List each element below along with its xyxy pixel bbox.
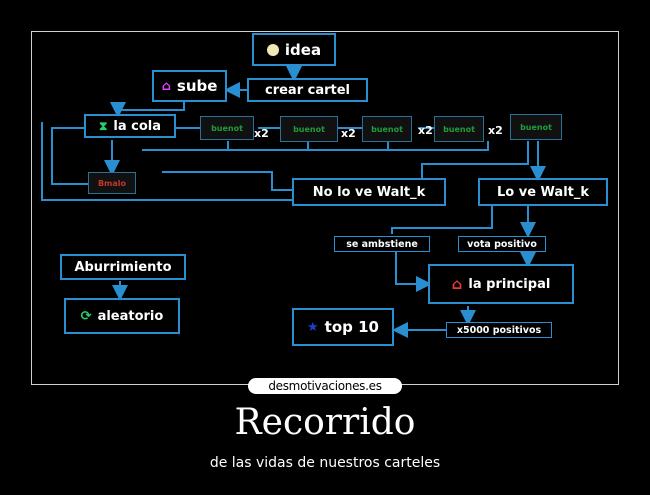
node-la-principal: ⌂ la principal bbox=[428, 264, 574, 304]
home-icon: ⌂ bbox=[451, 275, 463, 293]
poster-title: Recorrido bbox=[234, 402, 416, 443]
node-buenot-1: buenot bbox=[200, 116, 254, 140]
node-se-ambstiene-label: se ambstiene bbox=[346, 238, 418, 250]
flow-diagram: idea crear cartel ⌂ sube ⧗ la cola bueno… bbox=[32, 32, 618, 384]
node-sube-label: sube bbox=[176, 77, 218, 95]
multiplier-3: x2 bbox=[418, 124, 433, 137]
connector-lines bbox=[41, 65, 546, 338]
node-no-lo-ve-label: No lo ve Walt_k bbox=[312, 184, 426, 200]
node-idea: idea bbox=[252, 33, 336, 66]
node-top-10: ★ top 10 bbox=[292, 308, 394, 346]
node-buenot-3-label: buenot bbox=[371, 124, 403, 134]
node-crear-cartel: crear cartel bbox=[247, 78, 368, 102]
multiplier-2: x2 bbox=[341, 127, 356, 140]
node-buenot-1-label: buenot bbox=[211, 123, 243, 133]
node-se-ambstiene: se ambstiene bbox=[334, 236, 430, 252]
node-idea-label: idea bbox=[284, 40, 322, 59]
node-sube: ⌂ sube bbox=[152, 70, 227, 102]
node-lo-ve: Lo ve Walt_k bbox=[478, 178, 608, 206]
lightbulb-icon bbox=[266, 43, 279, 56]
node-aleatorio: ⟳ aleatorio bbox=[64, 298, 180, 334]
node-la-cola: ⧗ la cola bbox=[84, 114, 176, 138]
node-buenot-3: buenot bbox=[362, 116, 412, 142]
node-aburrimiento: Aburrimiento bbox=[60, 254, 186, 280]
hourglass-icon: ⧗ bbox=[98, 118, 108, 133]
refresh-icon: ⟳ bbox=[80, 308, 92, 324]
star-icon: ★ bbox=[307, 319, 319, 335]
node-x5000-positivos: x5000 positivos bbox=[446, 322, 552, 338]
node-vota-positivo-label: vota positivo bbox=[467, 238, 537, 250]
node-la-cola-label: la cola bbox=[113, 118, 162, 134]
multiplier-1: x2 bbox=[254, 127, 269, 140]
home-icon: ⌂ bbox=[161, 78, 171, 94]
poster-subtitle: de las vidas de nuestros carteles bbox=[209, 455, 441, 471]
node-la-principal-label: la principal bbox=[468, 276, 551, 292]
node-buenot-2: buenot bbox=[280, 116, 338, 142]
node-malo-label: Bmalo bbox=[97, 178, 127, 188]
multiplier-4: x2 bbox=[488, 124, 503, 137]
node-buenot-4: buenot bbox=[434, 116, 484, 142]
node-aburrimiento-label: Aburrimiento bbox=[74, 259, 172, 275]
node-x5000-label: x5000 positivos bbox=[456, 324, 542, 336]
node-lo-ve-label: Lo ve Walt_k bbox=[496, 184, 590, 200]
node-malo: Bmalo bbox=[88, 172, 136, 194]
node-buenot-4-label: buenot bbox=[443, 124, 475, 134]
node-buenot-2-label: buenot bbox=[293, 124, 325, 134]
node-aleatorio-label: aleatorio bbox=[97, 308, 164, 324]
node-buenot-5: buenot bbox=[510, 114, 562, 140]
node-buenot-5-label: buenot bbox=[520, 122, 552, 132]
node-crear-cartel-label: crear cartel bbox=[264, 82, 351, 98]
node-vota-positivo: vota positivo bbox=[458, 236, 546, 252]
site-watermark: desmotivaciones.es bbox=[248, 378, 402, 394]
node-top-10-label: top 10 bbox=[324, 318, 379, 336]
node-no-lo-ve: No lo ve Walt_k bbox=[292, 178, 446, 206]
